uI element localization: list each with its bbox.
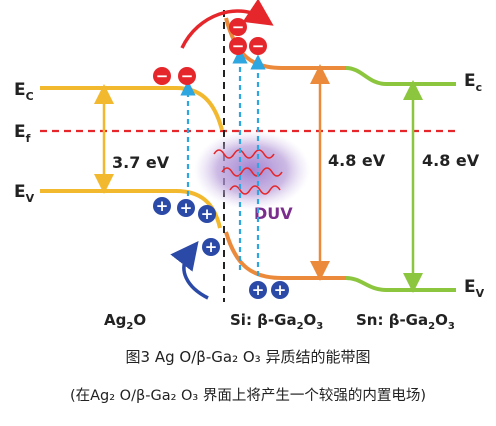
svg-text:+: + bbox=[205, 238, 218, 256]
sn-gap-label: 4.8 eV bbox=[422, 151, 480, 170]
sn-ga2o3-conduction-band bbox=[345, 66, 456, 86]
si-gap-label: 4.8 eV bbox=[328, 151, 386, 170]
hole-plus-circle-icon: + bbox=[271, 281, 289, 299]
hole-plus-circle-icon: + bbox=[198, 205, 216, 223]
ec-right-label: Ec bbox=[464, 71, 482, 94]
svg-text:EC: EC bbox=[14, 80, 34, 103]
electron-minus-circle-icon: − bbox=[229, 18, 247, 36]
band-diagram: DUV −−−−− ++++++ EC Ef EV Ec EV 3.7 eV 4… bbox=[14, 0, 485, 332]
figure-subcaption: (在Ag₂ O/β-Ga₂ O₃ 界面上将产生一个较强的内置电场) bbox=[69, 388, 427, 404]
svg-text:+: + bbox=[274, 281, 287, 299]
hole-plus-circle-icon: + bbox=[249, 281, 267, 299]
svg-text:EV: EV bbox=[14, 182, 35, 205]
svg-text:−: − bbox=[232, 18, 245, 36]
ag2o-valence-band bbox=[40, 189, 222, 229]
duv-label: DUV bbox=[254, 204, 293, 223]
material-si-label: Si: β-Ga2O3 bbox=[230, 311, 323, 332]
svg-text:−: − bbox=[232, 37, 245, 55]
si-ga2o3-valence-band bbox=[224, 231, 346, 280]
ag2o-gap-label: 3.7 eV bbox=[112, 153, 170, 172]
ec-left-label: EC bbox=[14, 80, 34, 103]
hole-plus-circle-icon: + bbox=[153, 197, 171, 215]
electron-flow-arrow bbox=[180, 0, 274, 49]
figure-caption: 图3 Ag O/β-Ga₂ O₃ 异质结的能带图 bbox=[125, 348, 371, 366]
electron-minus-circle-icon: − bbox=[178, 67, 196, 85]
svg-text:+: + bbox=[201, 205, 214, 223]
hole-plus-circle-icon: + bbox=[177, 199, 195, 217]
hole-flow-arrow bbox=[170, 240, 209, 300]
svg-text:−: − bbox=[181, 67, 194, 85]
svg-text:Ef: Ef bbox=[14, 122, 31, 145]
svg-text:−: − bbox=[156, 67, 169, 85]
svg-text:Ec: Ec bbox=[464, 71, 482, 94]
svg-text:+: + bbox=[156, 197, 169, 215]
material-ag2o-label: Ag2O bbox=[104, 311, 146, 332]
electron-minus-circle-icon: − bbox=[249, 37, 267, 55]
duv-glow bbox=[194, 130, 310, 210]
electron-minus-circle-icon: − bbox=[153, 67, 171, 85]
ev-right-label: EV bbox=[464, 277, 485, 300]
svg-text:+: + bbox=[252, 281, 265, 299]
ef-label: Ef bbox=[14, 122, 31, 145]
ev-left-label: EV bbox=[14, 182, 35, 205]
svg-text:EV: EV bbox=[464, 277, 485, 300]
svg-text:+: + bbox=[180, 199, 193, 217]
ag2o-conduction-band bbox=[40, 86, 224, 131]
svg-text:−: − bbox=[252, 37, 265, 55]
hole-plus-circle-icon: + bbox=[202, 238, 220, 256]
sn-ga2o3-valence-band bbox=[345, 276, 456, 292]
material-sn-label: Sn: β-Ga2O3 bbox=[356, 311, 455, 332]
electron-minus-circle-icon: − bbox=[229, 37, 247, 55]
